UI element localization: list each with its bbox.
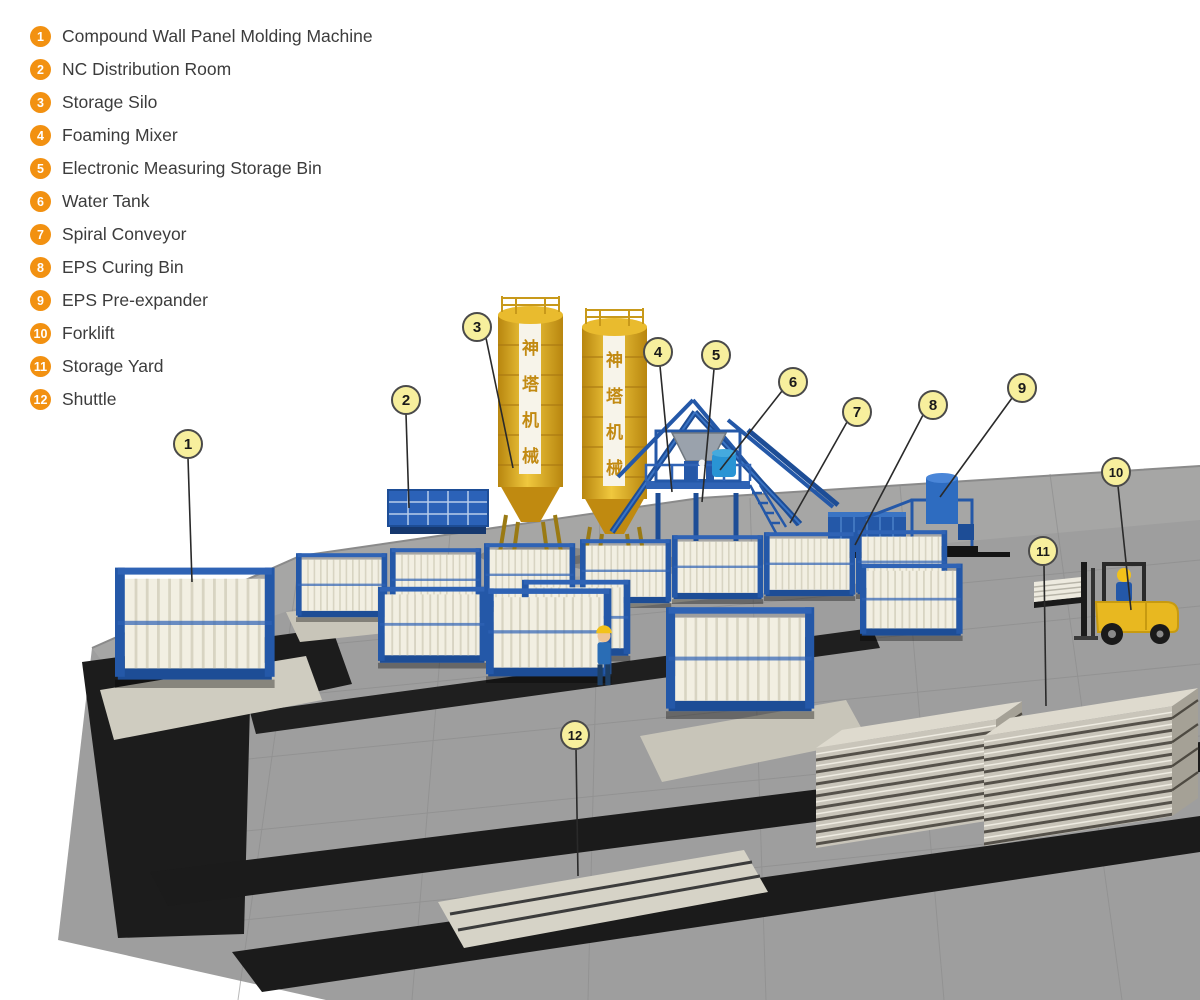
legend-badge-4: 4 [30,125,51,146]
legend-item-3: 3 Storage Silo [30,92,373,113]
svg-text:11: 11 [1036,544,1050,559]
driver-helmet [1117,568,1131,582]
legend-label-1: Compound Wall Panel Molding Machine [62,26,373,46]
panel-rack [113,566,277,690]
callout-8: 8 [854,390,948,546]
svg-text:10: 10 [1109,465,1123,480]
panel-rack [671,534,765,605]
legend-label-11: Storage Yard [62,356,164,376]
callout-7: 7 [789,397,872,524]
storage-silo [496,294,565,554]
shuttle [438,850,768,948]
legend: 1 Compound Wall Panel Molding Machine 2 … [30,26,373,422]
callouts: 1 2 3 4 5 [173,312,1132,877]
legend-label-8: EPS Curing Bin [62,257,184,277]
panel-rack [295,552,389,623]
legend-label-10: Forklift [62,323,115,343]
legend-label-4: Foaming Mixer [62,125,178,145]
svg-text:7: 7 [853,404,861,421]
svg-text:12: 12 [568,728,582,743]
legend-item-8: 8 EPS Curing Bin [30,257,373,278]
worker [596,625,612,686]
legend-badge-11: 11 [30,356,51,377]
callout-3: 3 [462,312,514,469]
panel-rack [664,605,816,721]
legend-item-7: 7 Spiral Conveyor [30,224,373,245]
legend-badge-7: 7 [30,224,51,245]
storage-yard-stack [984,688,1199,846]
forklift-forks [1074,636,1098,640]
legend-item-4: 4 Foaming Mixer [30,125,373,146]
rail-channel-2 [232,816,1200,992]
legend-badge-1: 1 [30,26,51,47]
callout-10: 10 [1101,457,1132,611]
svg-text:1: 1 [184,436,192,453]
concrete-apron-center [640,700,868,782]
legend-badge-12: 12 [30,389,51,410]
callout-2: 2 [391,385,421,509]
callout-4: 4 [643,337,673,493]
legend-badge-5: 5 [30,158,51,179]
foaming-mixer-platform [644,429,788,541]
legend-badge-3: 3 [30,92,51,113]
legend-item-10: 10 Forklift [30,323,373,344]
callout-9: 9 [939,373,1037,498]
legend-badge-6: 6 [30,191,51,212]
platform-stairs [748,484,788,534]
legend-badge-9: 9 [30,290,51,311]
legend-item-11: 11 Storage Yard [30,356,373,377]
svg-text:3: 3 [473,319,481,336]
legend-badge-10: 10 [30,323,51,344]
legend-item-2: 2 NC Distribution Room [30,59,373,80]
hard-hat [596,625,612,634]
callout-6: 6 [719,367,808,471]
legend-badge-8: 8 [30,257,51,278]
legend-label-5: Electronic Measuring Storage Bin [62,158,322,178]
svg-text:9: 9 [1018,380,1026,397]
legend-item-6: 6 Water Tank [30,191,373,212]
legend-item-1: 1 Compound Wall Panel Molding Machine [30,26,373,47]
legend-item-5: 5 Electronic Measuring Storage Bin [30,158,373,179]
pallet-stack [1034,576,1086,608]
callout-12: 12 [560,720,590,877]
legend-badge-2: 2 [30,59,51,80]
legend-label-12: Shuttle [62,389,117,409]
callout-11: 11 [1028,536,1058,707]
legend-label-9: EPS Pre-expander [62,290,208,310]
svg-text:4: 4 [654,344,663,361]
panel-rack [377,585,488,670]
legend-label-2: NC Distribution Room [62,59,232,79]
svg-text:5: 5 [712,347,720,364]
callout-1: 1 [173,429,203,583]
legend-item-9: 9 EPS Pre-expander [30,290,373,311]
svg-text:8: 8 [929,397,937,414]
forklift [1074,562,1179,645]
panel-rack [484,587,613,685]
legend-label-6: Water Tank [62,191,150,211]
legend-label-3: Storage Silo [62,92,158,112]
callout-5: 5 [701,340,731,503]
panel-rack [763,531,857,602]
legend-label-7: Spiral Conveyor [62,224,187,244]
svg-text:2: 2 [402,392,410,409]
panel-rack [859,562,964,642]
legend-item-12: 12 Shuttle [30,389,373,410]
nc-distribution-room [387,489,489,534]
svg-text:6: 6 [789,374,797,391]
